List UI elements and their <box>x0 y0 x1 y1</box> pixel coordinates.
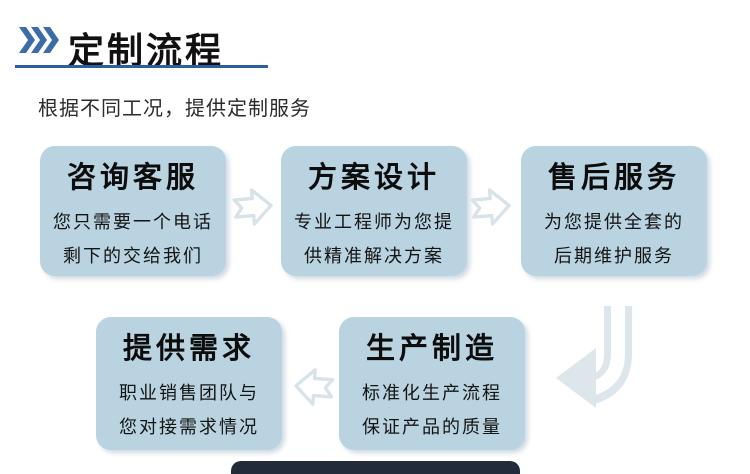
title-underline <box>15 65 268 68</box>
section-title: 定制流程 <box>68 30 225 71</box>
triple-chevron-icon <box>19 27 59 53</box>
curved-arrow-down-left-icon <box>556 296 634 408</box>
step-description-line: 标准化生产流程 <box>362 383 502 403</box>
step-description-line: 供精准解决方案 <box>304 246 444 266</box>
section-subtitle: 根据不同工况，提供定制服务 <box>38 98 311 120</box>
step-description-line: 保证产品的质量 <box>362 417 502 437</box>
arrow-right-icon <box>232 188 273 226</box>
step-description-line: 为您提供全套的 <box>544 212 684 232</box>
footer-bar <box>231 461 520 474</box>
step-description-line: 职业销售团队与 <box>119 383 259 403</box>
step-title: 售后服务 <box>547 162 680 194</box>
step-description-line: 专业工程师为您提 <box>294 212 454 232</box>
arrow-left-icon <box>294 368 335 406</box>
step-card-consult-service: 咨询客服 您只需要一个电话 剩下的交给我们 <box>40 146 226 276</box>
step-card-production: 生产制造 标准化生产流程 保证产品的质量 <box>339 317 525 450</box>
step-title: 提供需求 <box>122 333 255 365</box>
step-card-solution-design: 方案设计 专业工程师为您提 供精准解决方案 <box>281 146 467 276</box>
step-description-line: 剩下的交给我们 <box>63 246 203 266</box>
step-title: 生产制造 <box>365 333 498 365</box>
step-title: 咨询客服 <box>66 162 199 194</box>
step-title: 方案设计 <box>307 162 440 194</box>
step-card-after-sales: 售后服务 为您提供全套的 后期维护服务 <box>521 146 707 276</box>
step-description-line: 后期维护服务 <box>554 246 674 266</box>
step-description-line: 您对接需求情况 <box>119 417 259 437</box>
step-card-provide-requirements: 提供需求 职业销售团队与 您对接需求情况 <box>96 317 282 450</box>
step-description-line: 您只需要一个电话 <box>53 212 213 232</box>
arrow-right-icon <box>470 188 511 226</box>
